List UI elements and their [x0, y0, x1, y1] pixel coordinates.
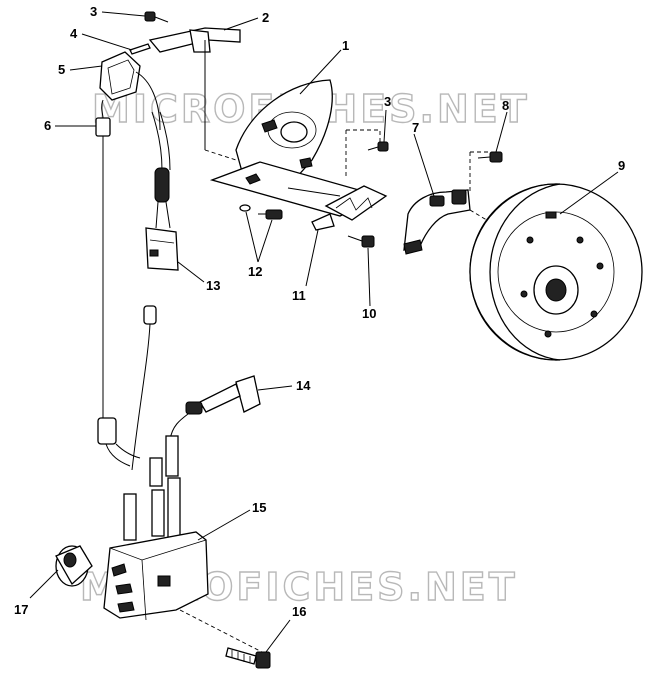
- spark-plug-cap: [169, 375, 261, 441]
- callout-11: 11: [292, 288, 306, 303]
- callout-17: 17: [14, 602, 28, 617]
- screw-10: [347, 235, 375, 248]
- callout-14: 14: [296, 378, 311, 393]
- washer-12: [239, 204, 251, 212]
- assembly-centerlines: [179, 129, 521, 653]
- pickup-screw-8: [477, 151, 503, 163]
- callout-5: 5: [58, 62, 65, 77]
- high-tension-lead: [123, 435, 181, 541]
- callout-9: 9: [618, 158, 625, 173]
- connector-13: [145, 227, 179, 271]
- primary-lead: [131, 305, 157, 471]
- callout-1: 1: [342, 38, 349, 53]
- callout-16: 16: [292, 604, 306, 619]
- flywheel: [469, 183, 643, 361]
- callout-2: 2: [262, 10, 269, 25]
- callout-6: 6: [44, 118, 51, 133]
- callout-4: 4: [70, 26, 78, 41]
- coil-spacer: [55, 545, 93, 587]
- pickup-coil: [403, 189, 471, 255]
- connector-6: [95, 99, 111, 150]
- callout-8: 8: [502, 98, 509, 113]
- callout-labels: 3 2 4 5 1 3 8 6 7 9 12 13 11 10 14 15 16…: [14, 4, 625, 619]
- stator-screw-3: [367, 141, 389, 152]
- wire-harness: [151, 111, 171, 229]
- callout-15: 15: [252, 500, 266, 515]
- callout-3-upper-left: 3: [90, 4, 97, 19]
- exciter-coil: [311, 185, 388, 231]
- coil-mounting-bolt: [225, 647, 271, 669]
- callout-12: 12: [248, 264, 262, 279]
- callout-13: 13: [206, 278, 220, 293]
- stator-bracket: [148, 27, 241, 150]
- ignition-coil: [103, 531, 209, 621]
- leader-lines: [29, 11, 619, 653]
- coil-lead-connector: [97, 417, 141, 467]
- harness-clip: [129, 43, 151, 55]
- callout-10: 10: [362, 306, 376, 321]
- callout-3-right: 3: [384, 94, 391, 109]
- voltage-regulator-module: [99, 51, 161, 131]
- bracket-screw-top: [144, 11, 169, 23]
- callout-7: 7: [412, 120, 419, 135]
- screw-12: [258, 209, 283, 220]
